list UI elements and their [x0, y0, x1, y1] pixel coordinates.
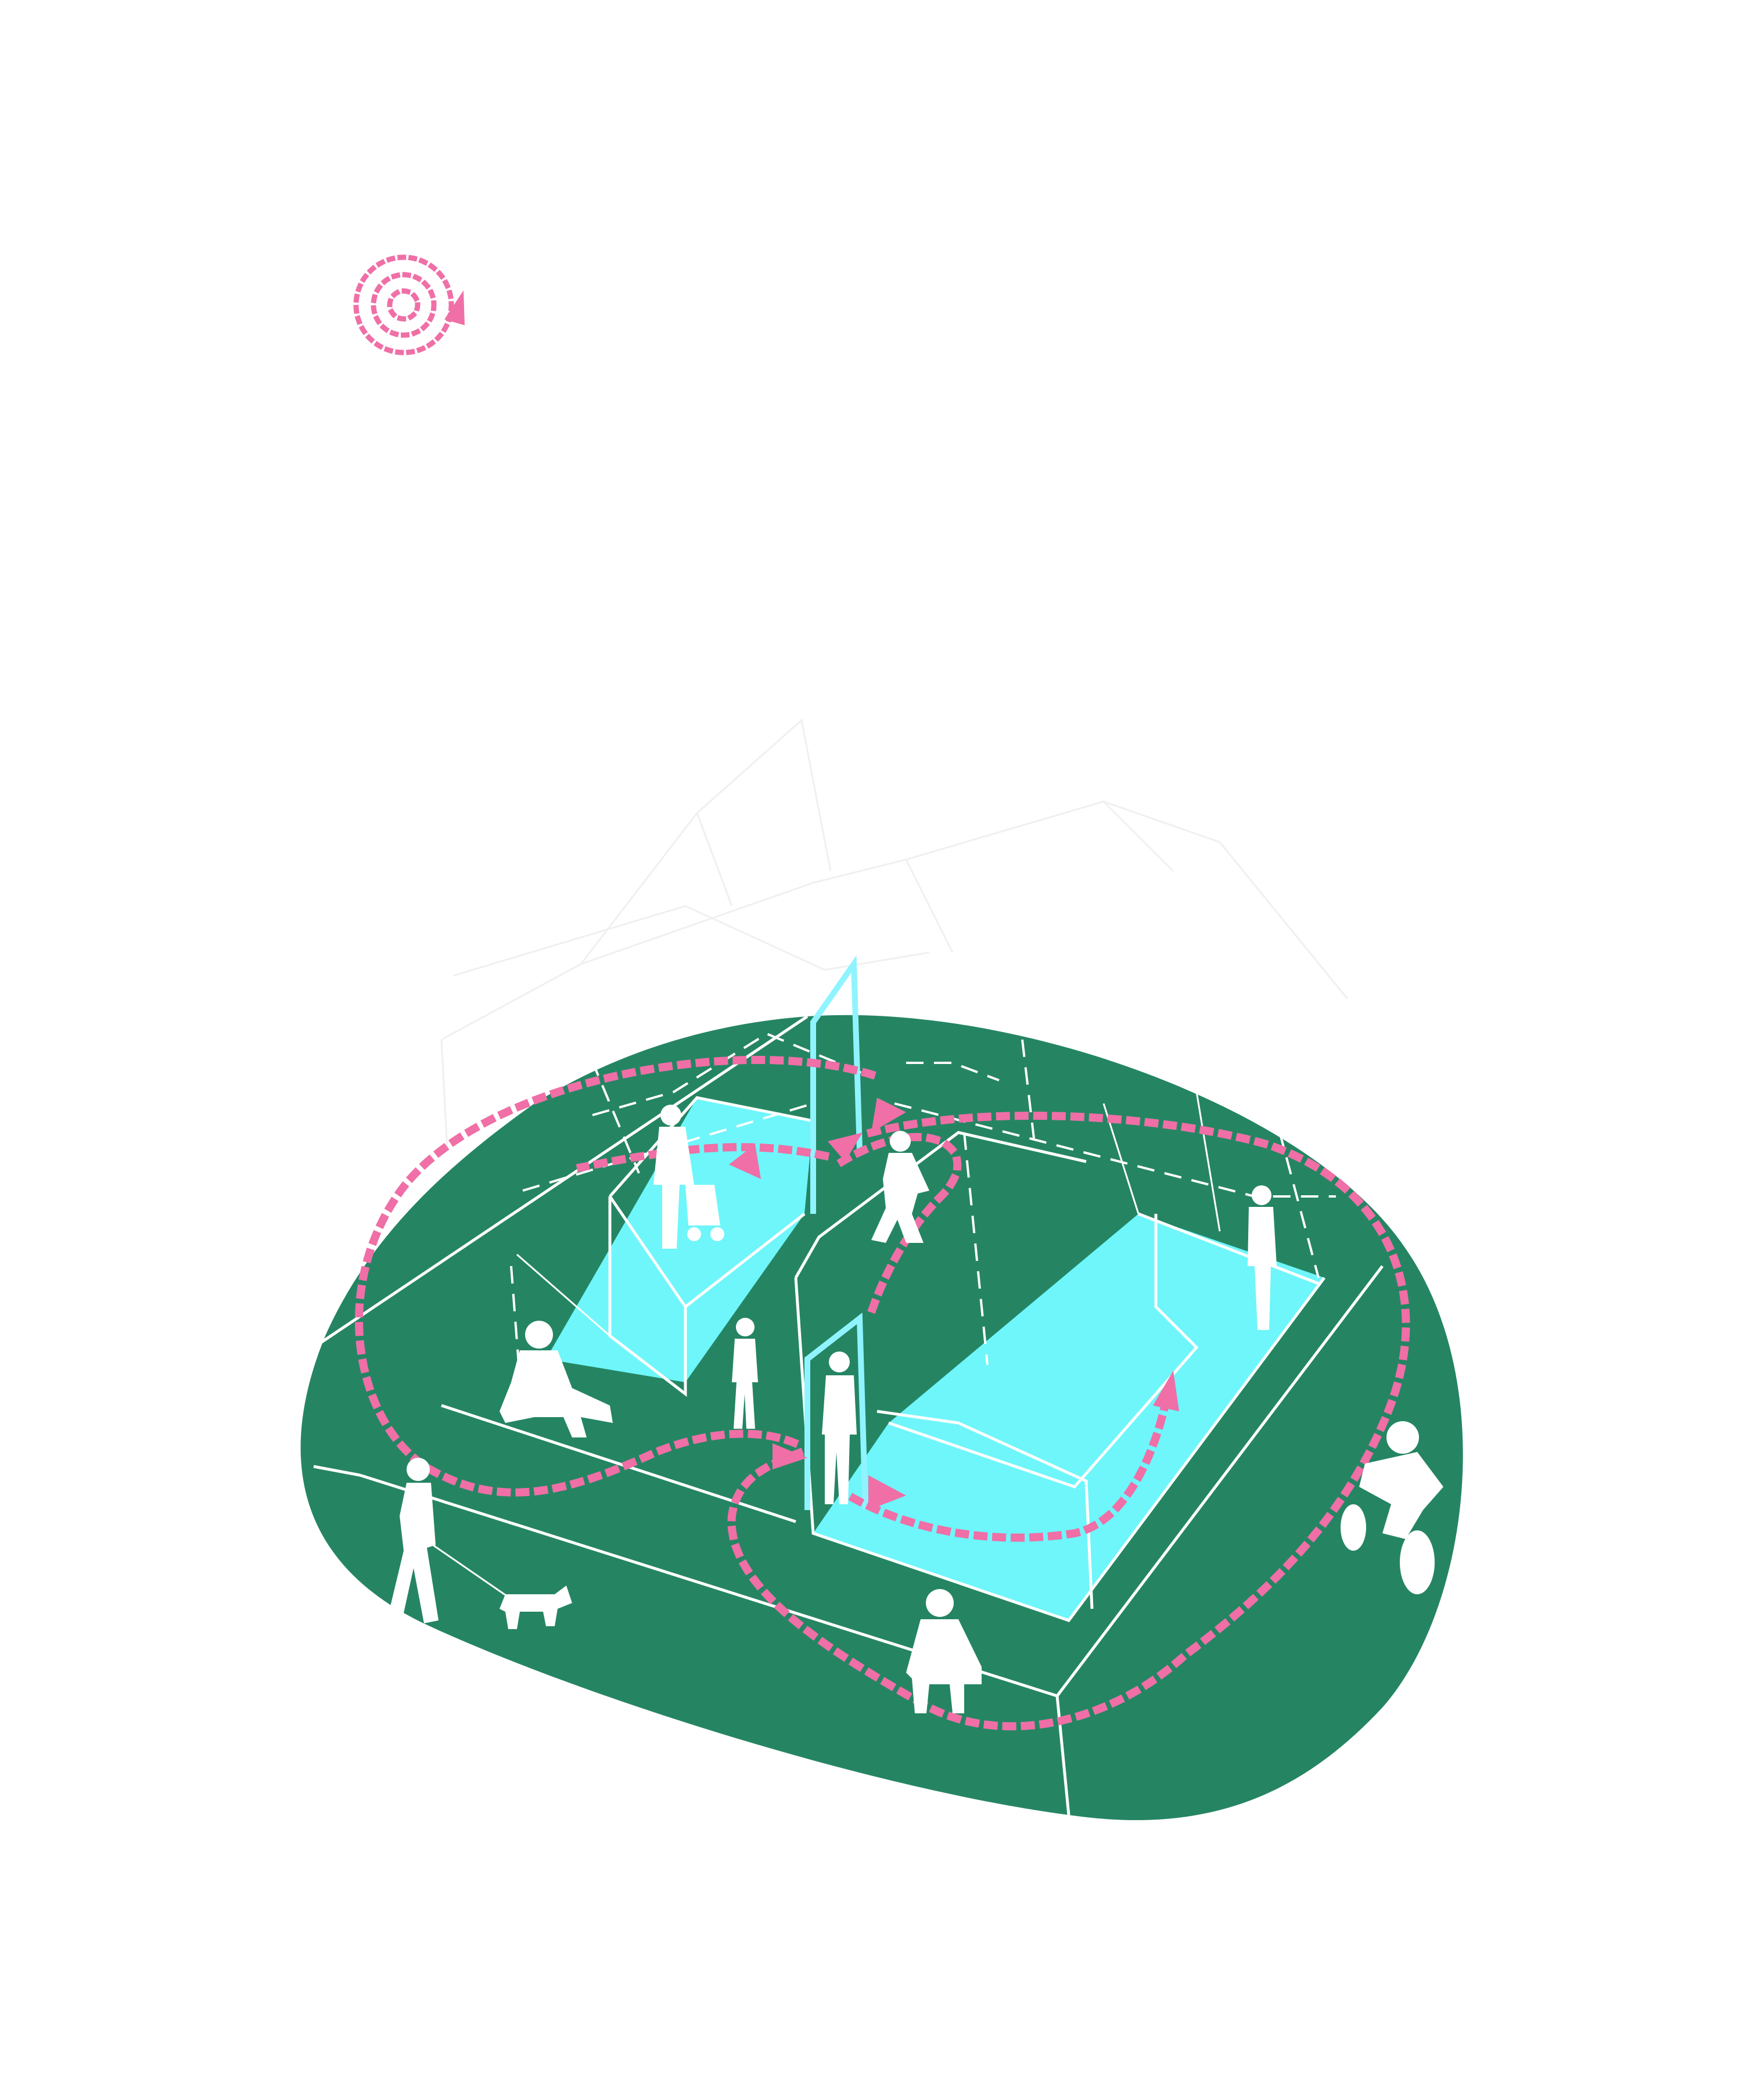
roof-frame	[440, 718, 1349, 1151]
person-walking	[871, 1131, 929, 1243]
circulation-routes	[355, 1056, 1410, 1731]
person-walking-dog	[386, 1458, 518, 1626]
ground-area	[300, 1015, 1463, 1820]
dog	[500, 1586, 572, 1629]
person-standing-at-door	[822, 1351, 857, 1504]
people-figures	[386, 1105, 1443, 1713]
person-sitting-front	[906, 1589, 982, 1713]
person-with-stroller	[653, 1105, 724, 1249]
person-cycling	[1341, 1421, 1443, 1594]
person-sitting-left	[500, 1321, 613, 1437]
glass-door-frames	[804, 955, 868, 1511]
dotted-spiral-arrow-icon	[353, 254, 465, 355]
child-standing	[732, 1318, 758, 1429]
left-room-frame	[452, 1032, 866, 1418]
right-room-floor	[813, 1214, 1324, 1620]
person-standing-right-room	[1248, 1185, 1277, 1330]
